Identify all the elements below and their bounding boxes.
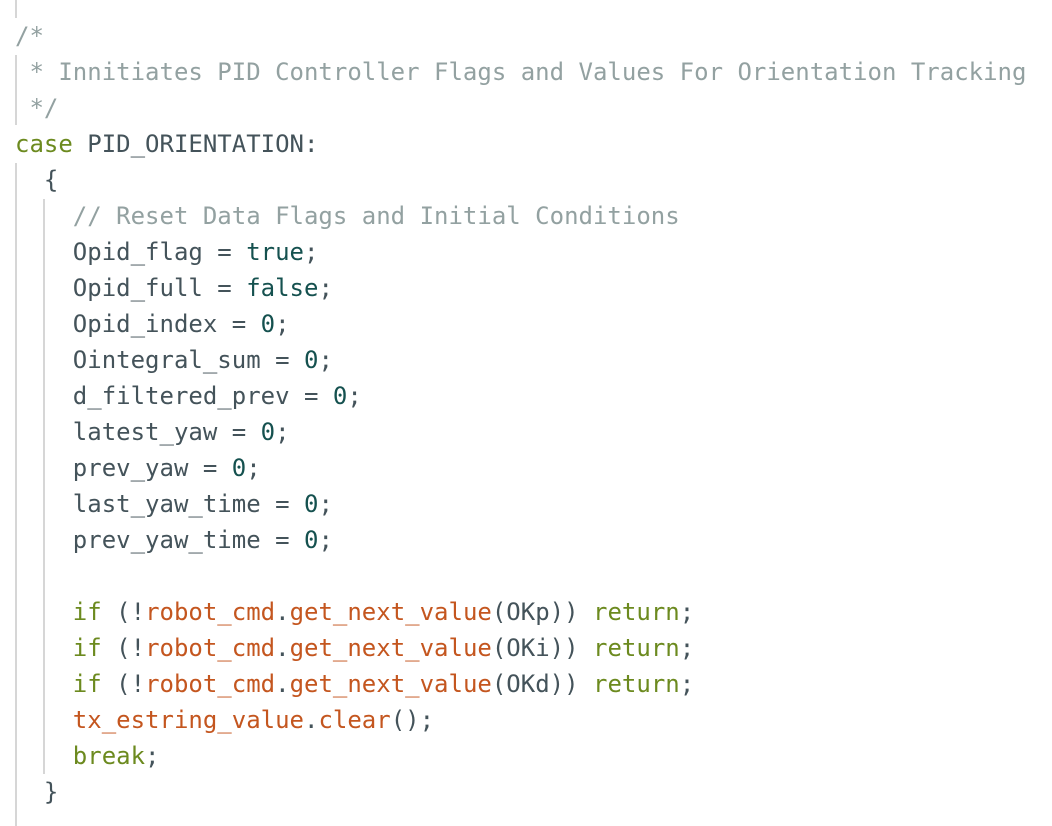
code-token: if bbox=[72, 670, 102, 698]
code-token: return bbox=[593, 598, 680, 626]
code-token: { bbox=[15, 166, 59, 194]
code-token: Ointegral_sum = bbox=[15, 346, 304, 374]
code-token bbox=[15, 634, 73, 662]
code-token: . bbox=[275, 670, 290, 698]
code-token: // Reset Data Flags and Initial Conditio… bbox=[15, 202, 680, 230]
indent-guide bbox=[43, 199, 45, 774]
code-token: 0 bbox=[231, 454, 247, 482]
code-line: /* bbox=[15, 18, 1026, 54]
code-line: } bbox=[15, 774, 1026, 810]
code-token: ; bbox=[275, 310, 290, 338]
code-token bbox=[15, 742, 73, 770]
code-line: * Innitiates PID Controller Flags and Va… bbox=[15, 54, 1026, 90]
code-token: last_yaw_time = bbox=[15, 490, 304, 518]
code-token: ; bbox=[347, 382, 362, 410]
code-token: (! bbox=[101, 598, 146, 626]
code-token: PID_ORIENTATION: bbox=[72, 130, 319, 158]
code-token: Opid_index = bbox=[15, 310, 261, 338]
code-token: latest_yaw = bbox=[15, 418, 261, 446]
code-token: * Innitiates PID Controller Flags and Va… bbox=[15, 58, 1027, 86]
code-line: Opid_full = false; bbox=[15, 270, 1026, 306]
code-token: 0 bbox=[332, 382, 348, 410]
code-token: (! bbox=[101, 634, 146, 662]
code-line: { bbox=[15, 162, 1026, 198]
code-token: ; bbox=[246, 454, 261, 482]
code-token: 0 bbox=[303, 346, 319, 374]
code-token: ; bbox=[679, 670, 695, 698]
code-token: (); bbox=[390, 706, 435, 734]
code-line: // Reset Data Flags and Initial Conditio… bbox=[15, 198, 1026, 234]
code-token: true bbox=[246, 238, 304, 266]
code-token: d_filtered_prev = bbox=[15, 382, 333, 410]
code-token: ; bbox=[145, 742, 160, 770]
code-line: break; bbox=[15, 738, 1026, 774]
code-token: if bbox=[72, 598, 102, 626]
code-token: return bbox=[593, 670, 680, 698]
code-token: get_next_value bbox=[289, 670, 492, 698]
code-token: ; bbox=[318, 346, 333, 374]
code-token bbox=[15, 706, 73, 734]
code-token: (! bbox=[101, 670, 146, 698]
code-token: /* bbox=[15, 22, 44, 50]
code-editor[interactable]: /* * Innitiates PID Controller Flags and… bbox=[15, 18, 1026, 810]
code-token: robot_cmd bbox=[145, 670, 276, 698]
code-token: ; bbox=[275, 418, 290, 446]
code-token: tx_estring_value bbox=[72, 706, 304, 734]
code-token: */ bbox=[15, 94, 59, 122]
code-line: Opid_flag = true; bbox=[15, 234, 1026, 270]
indent-guide bbox=[15, 0, 17, 18]
indent-guide bbox=[15, 163, 17, 826]
code-token: } bbox=[15, 778, 59, 806]
code-token: Opid_full = bbox=[15, 274, 247, 302]
code-line: d_filtered_prev = 0; bbox=[15, 378, 1026, 414]
code-token: ; bbox=[318, 274, 333, 302]
code-token: (OKp)) bbox=[491, 598, 594, 626]
code-token: ; bbox=[318, 526, 333, 554]
code-token: prev_yaw_time = bbox=[15, 526, 304, 554]
code-line: prev_yaw = 0; bbox=[15, 450, 1026, 486]
indent-guide bbox=[15, 55, 17, 125]
code-token bbox=[15, 670, 73, 698]
code-token: case bbox=[15, 130, 73, 158]
code-token: (OKd)) bbox=[491, 670, 594, 698]
code-token: clear bbox=[318, 706, 391, 734]
code-token: 0 bbox=[303, 490, 319, 518]
code-line: if (!robot_cmd.get_next_value(OKi)) retu… bbox=[15, 630, 1026, 666]
code-token: 0 bbox=[303, 526, 319, 554]
code-token: ; bbox=[303, 238, 319, 266]
code-token: . bbox=[275, 598, 290, 626]
code-line: case PID_ORIENTATION: bbox=[15, 126, 1026, 162]
code-token: 0 bbox=[260, 418, 276, 446]
code-line bbox=[15, 558, 1026, 594]
code-token: break bbox=[72, 742, 146, 770]
code-token: if bbox=[72, 634, 102, 662]
code-token: . bbox=[275, 634, 290, 662]
code-token: (OKi)) bbox=[491, 634, 594, 662]
code-token bbox=[15, 598, 73, 626]
code-line: tx_estring_value.clear(); bbox=[15, 702, 1026, 738]
code-token: ; bbox=[679, 634, 695, 662]
code-line: last_yaw_time = 0; bbox=[15, 486, 1026, 522]
code-line: Ointegral_sum = 0; bbox=[15, 342, 1026, 378]
code-token: robot_cmd bbox=[145, 598, 276, 626]
code-token: get_next_value bbox=[289, 634, 492, 662]
code-token: prev_yaw = bbox=[15, 454, 232, 482]
code-token: return bbox=[593, 634, 680, 662]
code-line: latest_yaw = 0; bbox=[15, 414, 1026, 450]
code-token: false bbox=[246, 274, 319, 302]
code-token: Opid_flag = bbox=[15, 238, 247, 266]
code-token: . bbox=[303, 706, 319, 734]
code-line: if (!robot_cmd.get_next_value(OKp)) retu… bbox=[15, 594, 1026, 630]
code-line: prev_yaw_time = 0; bbox=[15, 522, 1026, 558]
code-token: ; bbox=[679, 598, 695, 626]
code-token: ; bbox=[318, 490, 333, 518]
code-line: if (!robot_cmd.get_next_value(OKd)) retu… bbox=[15, 666, 1026, 702]
code-line: */ bbox=[15, 90, 1026, 126]
code-line: Opid_index = 0; bbox=[15, 306, 1026, 342]
code-token: robot_cmd bbox=[145, 634, 276, 662]
code-token: 0 bbox=[260, 310, 276, 338]
code-token: get_next_value bbox=[289, 598, 492, 626]
